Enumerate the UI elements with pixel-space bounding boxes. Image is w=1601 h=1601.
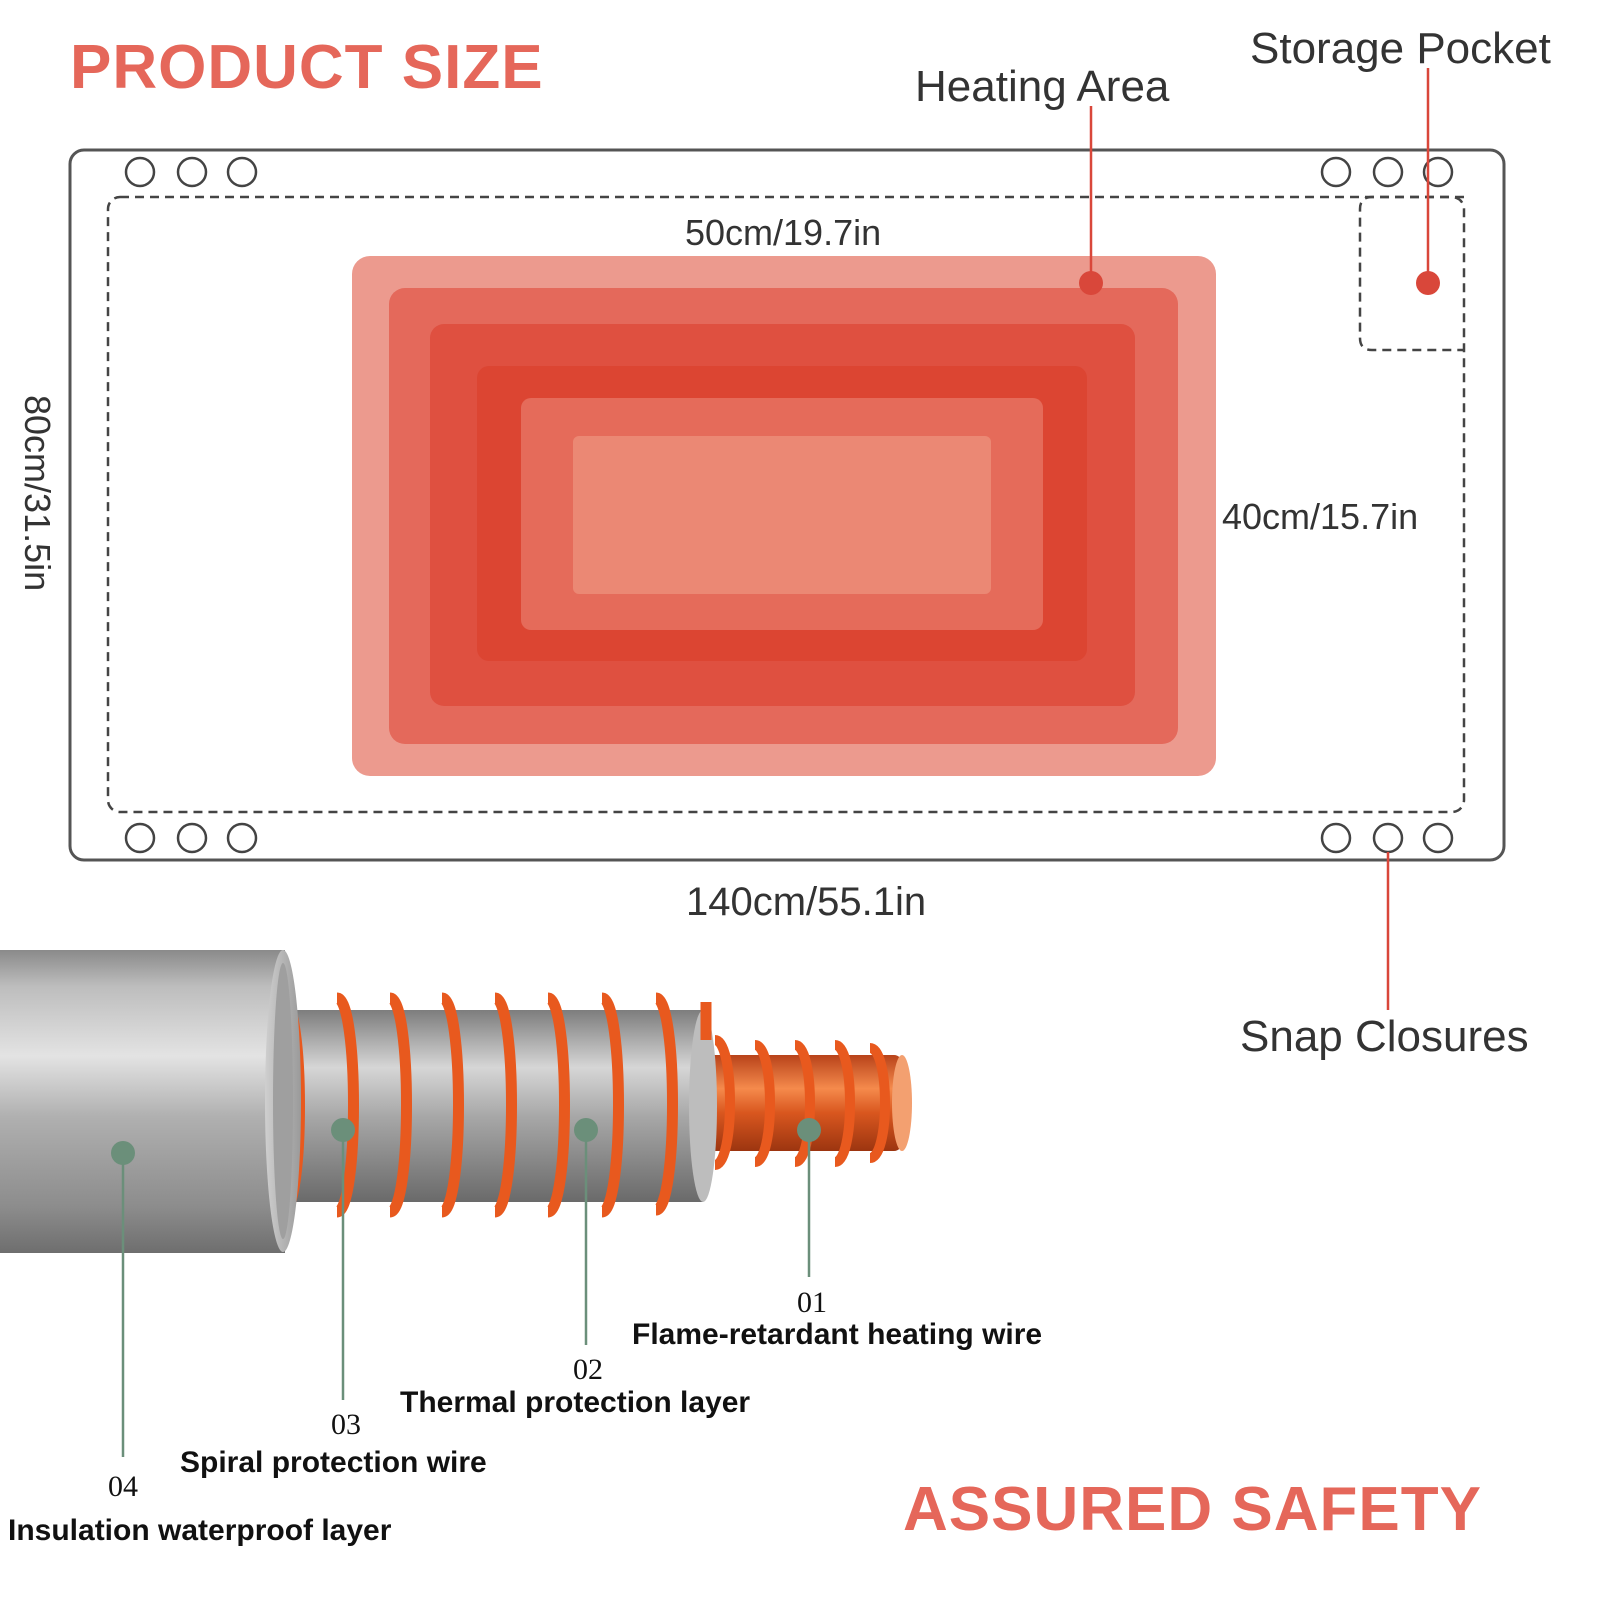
- storage-pocket-label: Storage Pocket: [1250, 24, 1551, 73]
- layer-01-name: Flame-retardant heating wire: [632, 1318, 1043, 1351]
- snap-icon: [1320, 822, 1352, 854]
- snap-icon: [1422, 822, 1454, 854]
- assured-safety-heading: ASSURED SAFETY: [903, 1475, 1482, 1544]
- storage-pocket-marker: [1416, 271, 1440, 295]
- layer-03-marker: [331, 1118, 355, 1142]
- layer-02-marker: [574, 1118, 598, 1142]
- snap-icon: [1320, 156, 1352, 188]
- pad-height-dimension: 80cm/31.5in: [17, 395, 58, 592]
- heating-height-dimension: 40cm/15.7in: [1222, 496, 1419, 537]
- red-leaders: [1089, 68, 1430, 1010]
- snap-icon: [1422, 156, 1454, 188]
- layer-04-number: 04: [108, 1470, 138, 1503]
- snap-closures: [124, 156, 1454, 854]
- snap-icon: [176, 156, 208, 188]
- heating-area: [352, 256, 1216, 776]
- layer-02-number: 02: [573, 1353, 603, 1386]
- snap-icon: [1372, 822, 1404, 854]
- snap-icon: [124, 156, 156, 188]
- heating-area-label: Heating Area: [915, 62, 1170, 111]
- layer-03-name: Spiral protection wire: [180, 1446, 487, 1479]
- heating-width-dimension: 50cm/19.7in: [685, 212, 882, 253]
- layer-01-marker: [797, 1118, 821, 1142]
- layer-03-number: 03: [331, 1408, 361, 1441]
- green-leaders: [121, 1130, 811, 1457]
- snap-icon: [1372, 156, 1404, 188]
- snap-icon: [226, 822, 258, 854]
- pad-width-dimension: 140cm/55.1in: [686, 880, 927, 924]
- snap-closures-label: Snap Closures: [1240, 1012, 1529, 1061]
- layer-04-name: Insulation waterproof layer: [8, 1514, 392, 1547]
- snap-icon: [124, 822, 156, 854]
- snap-icon: [176, 822, 208, 854]
- snap-icon: [226, 156, 258, 188]
- layer-04-marker: [111, 1141, 135, 1165]
- stitch-line: [106, 195, 1466, 814]
- layer-01-number: 01: [797, 1286, 827, 1319]
- layer-02-name: Thermal protection layer: [400, 1386, 751, 1419]
- heating-area-marker: [1079, 271, 1103, 295]
- product-size-heading: PRODUCT SIZE: [70, 33, 544, 102]
- cable-illustration: [0, 950, 912, 1253]
- storage-pocket-outline: [1358, 195, 1464, 352]
